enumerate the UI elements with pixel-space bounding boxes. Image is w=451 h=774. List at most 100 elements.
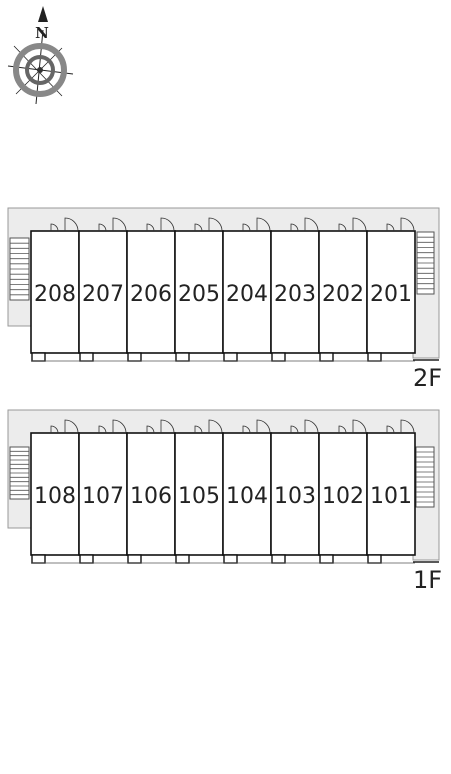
staircase-left [9, 237, 30, 301]
balcony-box [367, 352, 382, 362]
entrance-door-icon [352, 217, 367, 232]
unit-201: 201 [366, 217, 416, 362]
small-door-icon [338, 425, 347, 434]
small-door-icon [242, 425, 251, 434]
unit-101: 101 [366, 419, 416, 564]
staircase-right [416, 231, 435, 295]
small-door-icon [290, 223, 299, 232]
entrance-door-icon [112, 419, 127, 434]
balcony-box [127, 554, 142, 564]
balcony-box [223, 352, 238, 362]
balcony-box [367, 554, 382, 564]
small-door-icon [98, 425, 107, 434]
balcony-box [175, 554, 190, 564]
unit-outline [222, 432, 272, 556]
unit-207: 207 [78, 217, 128, 362]
unit-number: 107 [82, 484, 124, 509]
unit-outline [174, 432, 224, 556]
floor-label: 2F [413, 364, 442, 392]
balcony-box [319, 352, 334, 362]
small-door-icon [338, 223, 347, 232]
balcony-box [319, 554, 334, 564]
unit-number: 208 [34, 282, 76, 307]
entrance-door-icon [304, 419, 319, 434]
unit-104: 104 [222, 419, 272, 564]
unit-number: 205 [178, 282, 220, 307]
unit-outline [270, 230, 320, 354]
entrance-door-icon [208, 419, 223, 434]
small-door-icon [386, 223, 395, 232]
unit-105: 105 [174, 419, 224, 564]
unit-208: 208 [30, 217, 80, 362]
unit-outline [318, 230, 368, 354]
unit-number: 101 [370, 484, 412, 509]
unit-number: 105 [178, 484, 220, 509]
unit-outline [78, 230, 128, 354]
entrance-door-icon [160, 419, 175, 434]
unit-206: 206 [126, 217, 176, 362]
balcony-box [31, 554, 46, 564]
small-door-icon [146, 425, 155, 434]
unit-107: 107 [78, 419, 128, 564]
unit-number: 202 [322, 282, 364, 307]
small-door-icon [386, 425, 395, 434]
entrance-door-icon [256, 419, 271, 434]
entrance-door-icon [400, 217, 415, 232]
compass-north-label: N [35, 24, 49, 42]
staircase-left [9, 446, 30, 500]
entrance-door-icon [352, 419, 367, 434]
unit-102: 102 [318, 419, 368, 564]
small-door-icon [50, 223, 59, 232]
unit-203: 203 [270, 217, 320, 362]
small-door-icon [146, 223, 155, 232]
small-door-icon [98, 223, 107, 232]
unit-outline [222, 230, 272, 354]
unit-outline [270, 432, 320, 556]
unit-outline [366, 432, 416, 556]
entrance-door-icon [208, 217, 223, 232]
unit-number: 204 [226, 282, 268, 307]
unit-outline [126, 230, 176, 354]
balcony-box [271, 352, 286, 362]
balcony-box [127, 352, 142, 362]
staircase-right [415, 446, 435, 508]
entrance-door-icon [400, 419, 415, 434]
small-door-icon [242, 223, 251, 232]
entrance-door-icon [112, 217, 127, 232]
unit-number: 201 [370, 282, 412, 307]
unit-outline [366, 230, 416, 354]
unit-number: 108 [34, 484, 76, 509]
compass-rose-icon: N [7, 6, 74, 105]
unit-202: 202 [318, 217, 368, 362]
small-door-icon [194, 425, 203, 434]
unit-outline [78, 432, 128, 556]
unit-number: 203 [274, 282, 316, 307]
entrance-door-icon [64, 419, 79, 434]
small-door-icon [290, 425, 299, 434]
small-door-icon [194, 223, 203, 232]
unit-number: 104 [226, 484, 268, 509]
unit-outline [30, 432, 80, 556]
balcony-box [31, 352, 46, 362]
unit-108: 108 [30, 419, 80, 564]
entrance-door-icon [160, 217, 175, 232]
unit-outline [318, 432, 368, 556]
unit-outline [126, 432, 176, 556]
balcony-box [79, 352, 94, 362]
balcony-box [271, 554, 286, 564]
floor-label: 1F [413, 566, 442, 594]
balcony-box [175, 352, 190, 362]
entrance-door-icon [256, 217, 271, 232]
unit-number: 207 [82, 282, 124, 307]
unit-outline [174, 230, 224, 354]
balcony-box [223, 554, 238, 564]
entrance-door-icon [304, 217, 319, 232]
unit-106: 106 [126, 419, 176, 564]
unit-number: 206 [130, 282, 172, 307]
unit-outline [30, 230, 80, 354]
unit-205: 205 [174, 217, 224, 362]
entrance-door-icon [64, 217, 79, 232]
unit-number: 103 [274, 484, 316, 509]
